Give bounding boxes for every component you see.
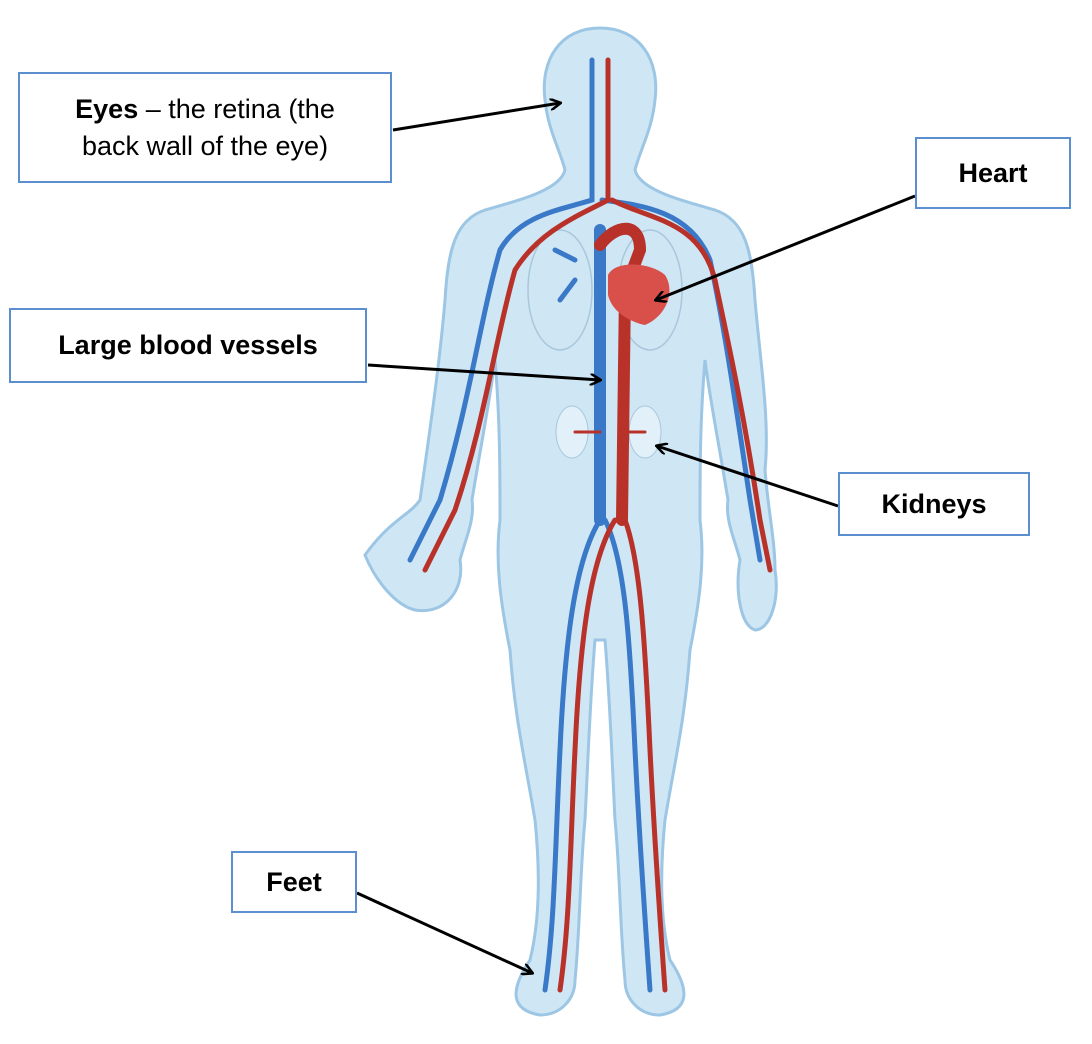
arteries	[422, 57, 773, 993]
eyes-arrow	[392, 103, 560, 132]
eyes-label-rest: – the retina (the	[138, 94, 335, 125]
vessels-arrow	[367, 363, 600, 380]
pointer-arrows	[356, 103, 916, 973]
eyes-label-line2: back wall of the eye)	[81, 130, 329, 161]
eyes-label-bold: Eyes	[75, 94, 139, 125]
eyes-label: Eyes – the retina (the back wall of the …	[18, 72, 392, 183]
feet-label: Feet	[231, 851, 357, 913]
heart-label: Heart	[915, 137, 1071, 209]
heart	[608, 264, 670, 325]
kidneys-arrow	[657, 446, 839, 508]
feet-arrow	[356, 891, 532, 973]
heart-arrow	[656, 194, 916, 300]
body-silhouette	[363, 26, 778, 1017]
kidneys-label: Kidneys	[838, 472, 1030, 536]
vessels-label: Large blood vessels	[9, 308, 367, 383]
